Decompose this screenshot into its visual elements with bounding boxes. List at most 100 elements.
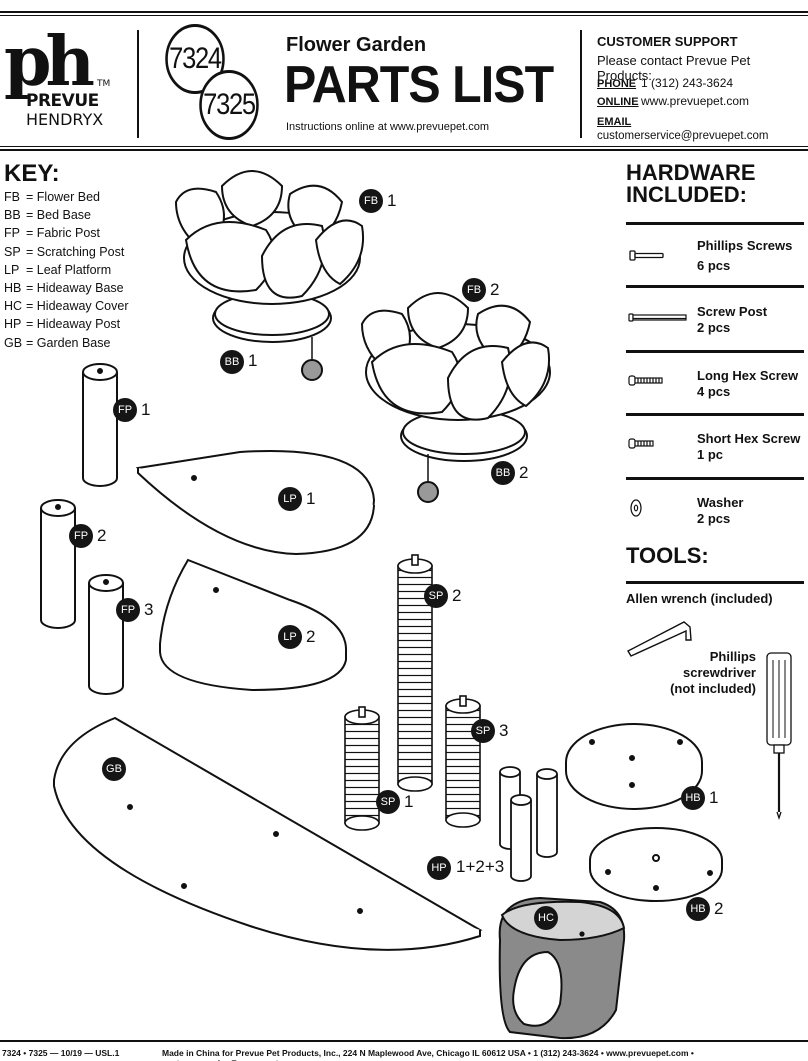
scratching-post-3-art <box>445 695 481 828</box>
key-item-name: Scratching Post <box>36 244 125 259</box>
fabric-post-3-art <box>88 574 124 695</box>
badge-bb1: BB <box>220 350 244 374</box>
key-item-code: GB <box>4 335 23 350</box>
flower-bed-1-art <box>174 170 364 381</box>
hardware-rule <box>626 413 804 416</box>
badge-fp3-num: 3 <box>144 600 154 619</box>
phillips-screw-icon <box>629 250 664 261</box>
key-item: FP= Fabric Post <box>4 224 129 242</box>
badge-gb: GB <box>102 757 126 781</box>
scratching-post-1-art <box>344 706 380 831</box>
badge-bb1-num: 1 <box>248 351 258 370</box>
header-divider-right <box>580 30 582 138</box>
fabric-post-2-art <box>40 499 76 629</box>
short-hex-screw-icon <box>628 438 654 449</box>
key-item-code: LP <box>4 262 20 277</box>
page-title: PARTS LIST <box>284 56 554 114</box>
badge-fp2: FP <box>69 524 93 548</box>
badge-fp2-num: 2 <box>97 526 107 545</box>
leaf-platform-2-art <box>158 558 348 692</box>
badge-lp2: LP <box>278 625 302 649</box>
key-item-equals: = <box>26 299 37 314</box>
key-item-code: SP <box>4 244 21 259</box>
hardware-rule <box>626 222 804 225</box>
screw-post-icon <box>628 313 687 322</box>
key-item-equals: = <box>26 190 37 204</box>
key-item-code: BB <box>4 208 21 223</box>
hardware-rule <box>626 477 804 480</box>
key-item-equals: = <box>26 317 37 332</box>
badge-hc: HC <box>534 906 558 930</box>
support-line: Please contact Prevue Pet Products: <box>597 53 751 83</box>
hardware-title: HARDWARE INCLUDED: <box>626 160 756 207</box>
fabric-post-1-art <box>82 363 118 487</box>
header-top-rule <box>0 11 808 13</box>
phillips-screwdriver-label: Phillips screwdriver (not included) <box>670 649 756 696</box>
badge-sp3: SP <box>471 719 495 743</box>
instructions-note: Instructions online at www.prevuepet.com <box>286 121 489 133</box>
badge-hp: HP <box>427 856 451 880</box>
key-item-code: FB <box>4 190 20 204</box>
key-item-equals: = <box>26 335 37 350</box>
key-item: LP= Leaf Platform <box>4 261 129 279</box>
header-top-rule-2 <box>0 15 808 16</box>
key-item: FB = Flower Bed <box>4 188 129 206</box>
key-item-name: Hideaway Post <box>36 317 121 332</box>
key-item-name: Fabric Post <box>36 226 100 241</box>
badge-sp1-num: 1 <box>404 792 414 811</box>
model-number-7325: 7325 <box>199 70 259 140</box>
hideaway-base-1-art <box>565 723 703 810</box>
badge-hp-num: 1+2+3 <box>456 857 505 876</box>
badge-hb2: HB <box>686 897 710 921</box>
key-item-code: HB <box>4 281 22 296</box>
badge-bb2: BB <box>491 461 515 485</box>
support-heading: CUSTOMER SUPPORT <box>597 34 738 49</box>
badge-hb1-num: 1 <box>709 788 719 807</box>
badge-sp1: SP <box>376 790 400 814</box>
key-item-equals: = <box>26 244 37 259</box>
badge-lp1: LP <box>278 487 302 511</box>
flower-bed-2-art <box>360 292 551 503</box>
leaf-platform-1-art <box>135 450 376 556</box>
badge-sp2: SP <box>424 584 448 608</box>
long-hex-screw-icon <box>628 375 663 386</box>
badge-sp2-num: 2 <box>452 586 462 605</box>
washer-icon <box>630 499 642 517</box>
tools-rule <box>626 581 804 584</box>
badge-sp3-num: 3 <box>499 721 509 740</box>
badge-fp3: FP <box>116 598 140 622</box>
garden-base-art <box>52 716 483 951</box>
key-item-code: HP <box>4 317 22 332</box>
key-item-name: Flower Bed <box>36 190 101 204</box>
tools-title: TOOLS: <box>626 543 709 568</box>
key-item-equals: = <box>26 208 37 223</box>
key-item: GB= Garden Base <box>4 334 129 352</box>
key-item-equals: = <box>26 226 37 241</box>
prevue-hendryx-logo: ph TM PREVUE HENDRYX <box>4 22 111 129</box>
key-item-name: Bed Base <box>36 208 91 223</box>
header-bottom-rule-2 <box>0 149 808 151</box>
footer-rule <box>0 1040 808 1042</box>
hideaway-cover-art <box>498 896 626 1040</box>
key-item: SP = Scratching Post <box>4 243 129 261</box>
badge-lp1-num: 1 <box>306 489 316 508</box>
key-item-code: HC <box>4 299 23 314</box>
key-item-name: Garden Base <box>36 335 111 350</box>
key-item-equals: = <box>26 281 37 296</box>
key-item: BB = Bed Base <box>4 206 129 224</box>
hardware-rule <box>626 285 804 288</box>
key-item: HP = Hideaway Post <box>4 315 129 333</box>
product-name: Flower Garden <box>286 34 427 56</box>
key-item-name: Hideaway Cover <box>36 299 129 314</box>
badge-fb1-num: 1 <box>387 191 397 210</box>
allen-wrench-label: Allen wrench (included) <box>626 591 773 606</box>
badge-bb2-num: 2 <box>519 463 529 482</box>
footer-left: 7324 • 7325 — 10/19 — USL.1 <box>2 1048 120 1058</box>
